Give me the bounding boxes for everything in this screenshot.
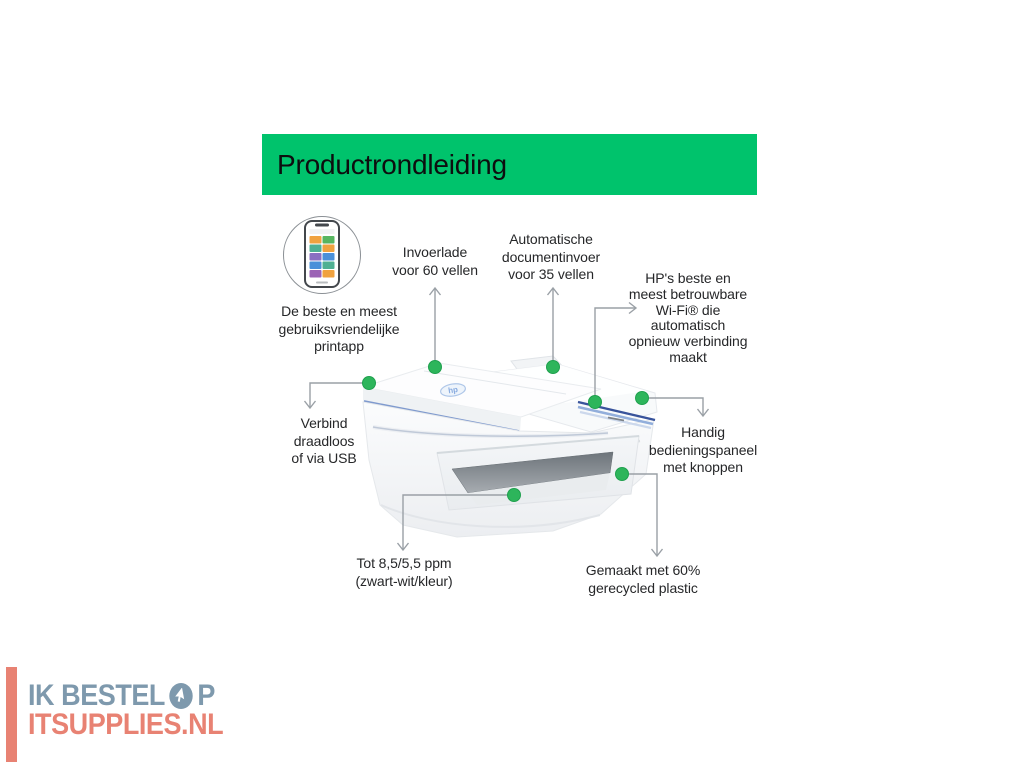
svg-text:hp: hp [447,385,458,395]
label-print-app: De beste en meest gebruiksvriendelijke p… [278,303,400,354]
callout-line-bedieningspaneel [642,397,710,418]
watermark-line1: IK BESTEL P [28,679,223,712]
lid-front-face [363,387,521,432]
callout-dots [362,360,649,502]
callout-line-wifi [594,301,638,402]
callout-lines [303,286,710,558]
label-print-speed: Tot 8,5/5,5 ppm (zwart-wit/kleur) [355,555,453,589]
label-recycled-plastic: Gemaakt met 60% gerecycled plastic [585,562,701,596]
callout-line-invoerlade [428,286,442,367]
callout-dot-ppm [507,488,521,502]
callout-dot-documentinvoer [546,360,560,374]
callout-arrow [628,301,638,315]
watermark-line1-suffix: P [197,679,215,712]
output-tray-lip [468,473,610,505]
control-panel-buttons [607,416,625,422]
header-banner: Productrondleiding [262,134,757,195]
scanner-lid-seam [423,370,567,395]
label-wifi: HP's beste en meest betrouwbare Wi-Fi® d… [628,270,748,365]
recess-top-shadow [436,435,640,454]
body-bottom-edge [380,504,601,528]
callout-arrow [546,286,560,296]
printer: hp [362,355,658,538]
watermark: IK BESTEL P ITSUPPLIES.NL [0,660,300,768]
lid-shadow-line [372,426,609,437]
callout-dot-bedieningspaneel [635,391,649,405]
callout-line-verbind [303,382,369,410]
callout-arrow [696,408,710,418]
page-title: Productrondleiding [277,148,507,180]
scanner-lid [362,362,602,418]
watermark-accent-bar [6,667,17,762]
print-app-badge [283,216,361,294]
callout-arrow [303,400,317,410]
phone-home-bar [316,281,328,284]
callout-dot-recycled [615,467,629,481]
label-connect-usb: Verbind draadloos of via USB [291,415,357,466]
watermark-line1-text: IK BESTEL [28,679,165,712]
app-grid [309,236,335,278]
label-document-feeder: Automatische documentinvoer voor 35 vell… [501,231,601,282]
callout-arrow [396,542,410,552]
label-input-tray: Invoerlade voor 60 vellen [392,244,478,278]
callout-line-documentinvoer [546,286,560,367]
phone-icon [304,220,340,288]
callout-line-recycled [622,473,664,558]
watermark-line2: ITSUPPLIES.NL [28,708,224,741]
phone-notch [315,223,329,227]
callout-dot-wifi [588,395,602,409]
callout-line-ppm [396,494,514,552]
label-control-panel: Handig bedieningspaneel met knoppen [648,424,758,475]
cursor-icon [169,683,193,709]
callout-dot-verbind [362,376,376,390]
callout-arrow [650,548,664,558]
hp-logo-icon: hp [440,383,466,397]
callout-arrow [428,286,442,296]
callout-dot-invoerlade [428,360,442,374]
